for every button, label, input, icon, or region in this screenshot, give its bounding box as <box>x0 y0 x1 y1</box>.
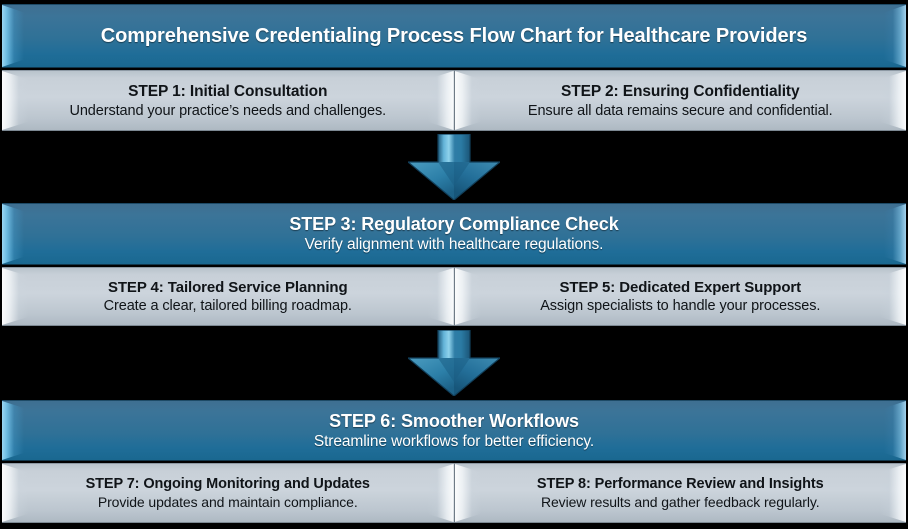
step-box-1[interactable]: STEP 1: Initial Consultation Understand … <box>2 70 454 131</box>
step-8-title: STEP 8: Performance Review and Insights <box>536 476 824 492</box>
step-2-title: STEP 2: Ensuring Confidentiality <box>560 82 800 100</box>
step-box-4[interactable]: STEP 4: Tailored Service Planning Create… <box>2 267 454 326</box>
step-row-3: STEP 7: Ongoing Monitoring and Updates P… <box>2 463 906 523</box>
chart-title-box: Comprehensive Credentialing Process Flow… <box>2 4 906 68</box>
step-box-5[interactable]: STEP 5: Dedicated Expert Support Assign … <box>453 267 906 326</box>
step-row-2: STEP 4: Tailored Service Planning Create… <box>2 267 906 326</box>
step-5-subtitle: Assign specialists to handle your proces… <box>540 298 821 314</box>
step-8-subtitle: Review results and gather feedback regul… <box>540 494 820 510</box>
down-arrow-icon <box>406 329 502 397</box>
milestone-row-2: STEP 6: Smoother Workflows Streamline wo… <box>2 400 906 461</box>
step-box-7[interactable]: STEP 7: Ongoing Monitoring and Updates P… <box>2 463 454 523</box>
step-6-subtitle: Streamline workflows for better efficien… <box>313 432 595 450</box>
step-7-subtitle: Provide updates and maintain compliance. <box>97 494 358 510</box>
page-title: Comprehensive Credentialing Process Flow… <box>100 24 808 47</box>
step-box-6[interactable]: STEP 6: Smoother Workflows Streamline wo… <box>2 400 906 461</box>
step-4-subtitle: Create a clear, tailored billing roadmap… <box>103 298 352 314</box>
chart-title-band: Comprehensive Credentialing Process Flow… <box>2 4 906 68</box>
step-2-subtitle: Ensure all data remains secure and confi… <box>527 102 833 119</box>
step-3-subtitle: Verify alignment with healthcare regulat… <box>304 236 604 253</box>
step-3-title: STEP 3: Regulatory Compliance Check <box>289 214 619 234</box>
step-4-title: STEP 4: Tailored Service Planning <box>107 279 348 296</box>
milestone-row-1: STEP 3: Regulatory Compliance Check Veri… <box>2 203 906 265</box>
step-7-title: STEP 7: Ongoing Monitoring and Updates <box>85 476 370 492</box>
step-6-title: STEP 6: Smoother Workflows <box>329 410 579 431</box>
step-box-3[interactable]: STEP 3: Regulatory Compliance Check Veri… <box>2 203 906 265</box>
down-arrow-icon <box>406 133 502 201</box>
step-row-1: STEP 1: Initial Consultation Understand … <box>2 70 906 131</box>
step-box-8[interactable]: STEP 8: Performance Review and Insights … <box>453 463 906 523</box>
step-box-2[interactable]: STEP 2: Ensuring Confidentiality Ensure … <box>453 70 906 131</box>
step-5-title: STEP 5: Dedicated Expert Support <box>559 279 802 296</box>
step-1-subtitle: Understand your practice’s needs and cha… <box>69 102 387 119</box>
step-1-title: STEP 1: Initial Consultation <box>128 82 328 100</box>
